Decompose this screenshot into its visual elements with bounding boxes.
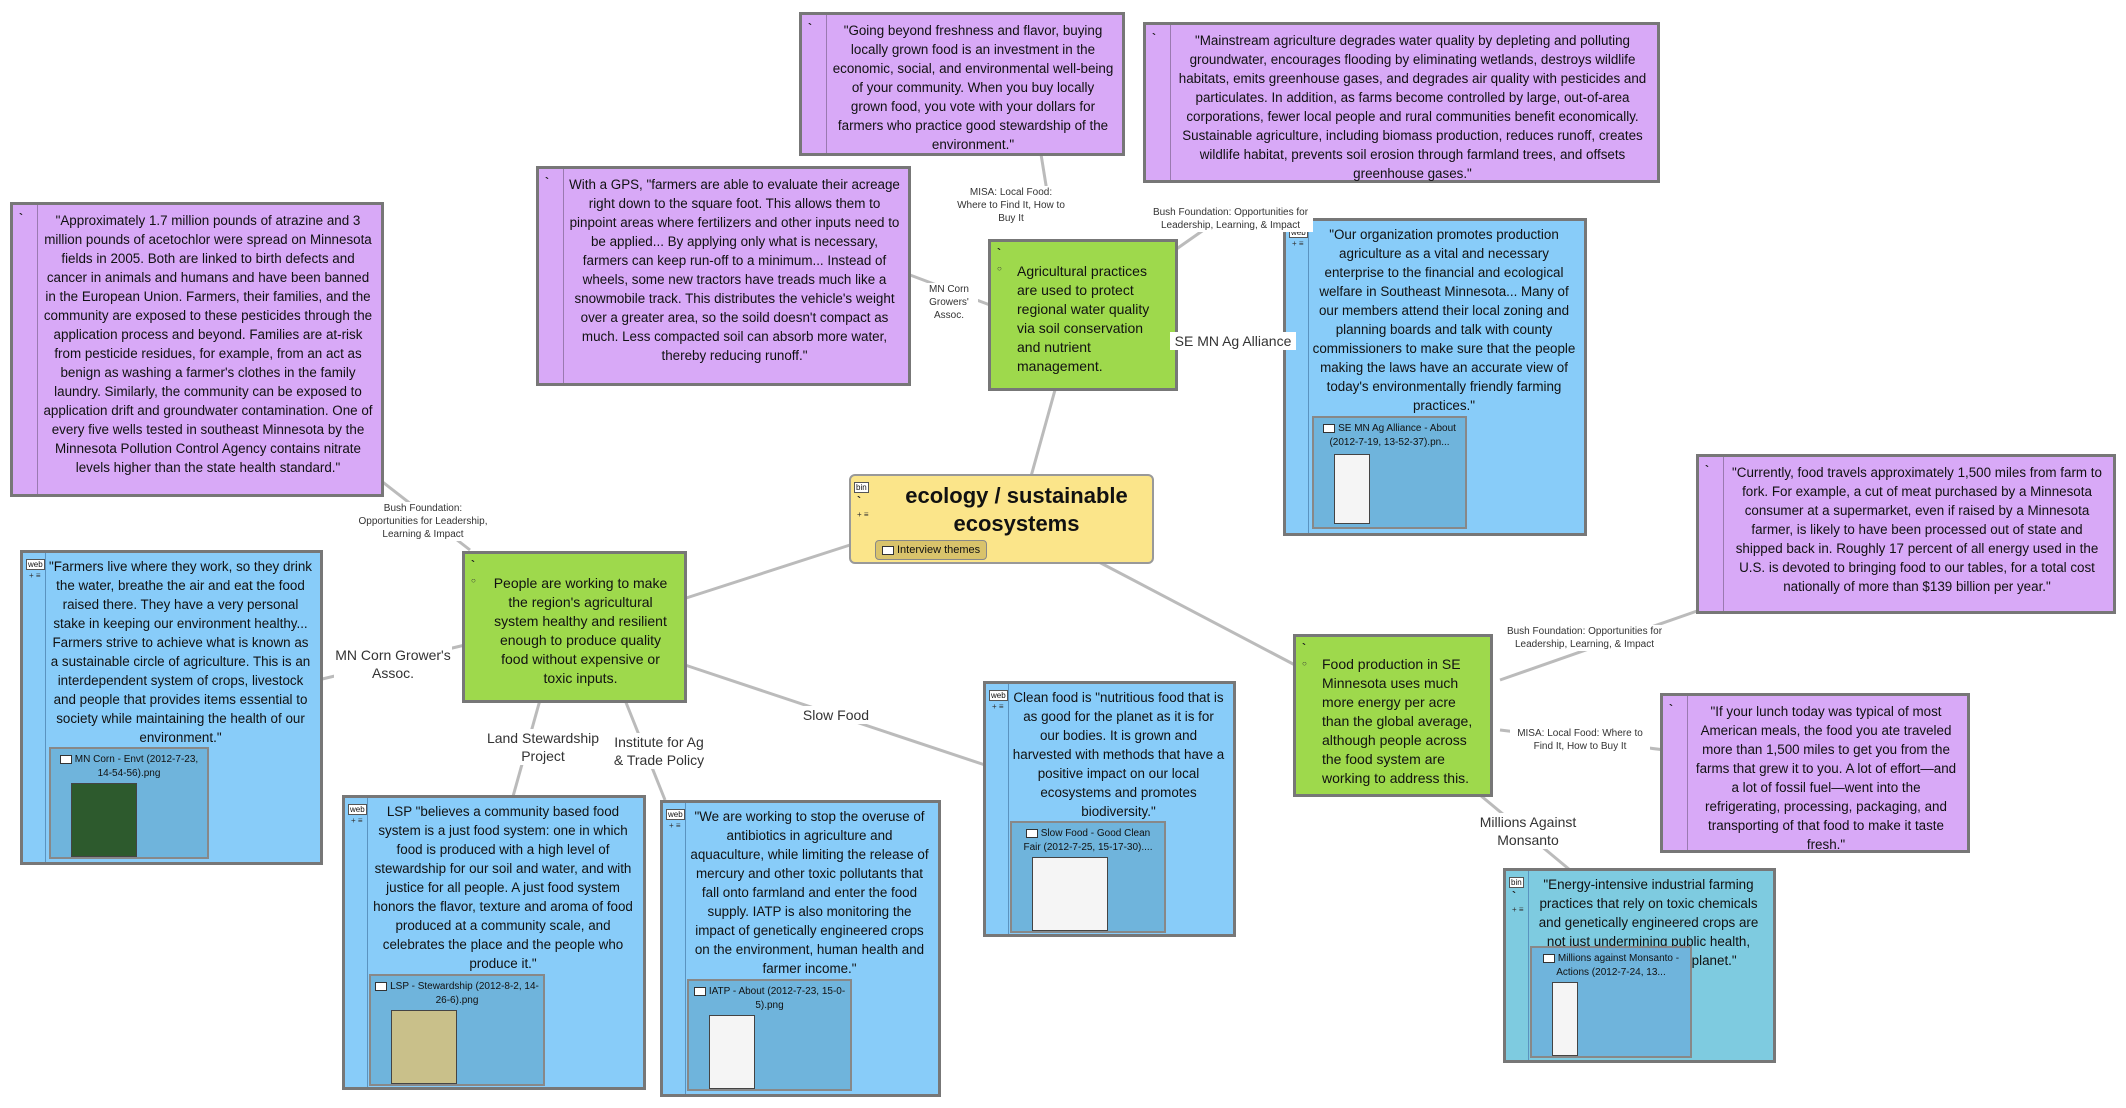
theme-text: People are working to make the region's … bbox=[493, 575, 668, 686]
edge-label-slow-food: Slow Food bbox=[796, 706, 876, 724]
screenshot-attachment[interactable]: Millions against Monsanto - Actions (201… bbox=[1530, 946, 1692, 1058]
screenshot-thumbnail bbox=[1032, 857, 1108, 931]
web-tag: web bbox=[666, 809, 685, 820]
quote-text: "Approximately 1.7 million pounds of atr… bbox=[43, 213, 373, 475]
edge-label-mn-corn-growers: MN Corn Growers' Assoc. bbox=[920, 283, 978, 322]
theme-energy-use[interactable]: ` ○ Food production in SE Minnesota uses… bbox=[1293, 634, 1493, 797]
screenshot-attachment[interactable]: MN Corn - Envt (2012-7-23, 14-54-56).png bbox=[49, 747, 209, 859]
web-se-mn-ag-alliance[interactable]: web + ≡ "Our organization promotes produ… bbox=[1283, 218, 1587, 536]
image-icon bbox=[1025, 828, 1038, 838]
web-millions-against-monsanto[interactable]: bin ` + ≡ "Energy-intensive industrial f… bbox=[1503, 868, 1776, 1063]
web-slow-food[interactable]: web + ≡ Clean food is "nutritious food t… bbox=[983, 681, 1236, 937]
interview-themes-tag[interactable]: Interview themes bbox=[875, 540, 988, 560]
screenshot-attachment[interactable]: LSP - Stewardship (2012-8-2, 14-26-6).pn… bbox=[369, 974, 545, 1086]
edge-label-lsp: Land Stewardship Project bbox=[478, 729, 608, 765]
web-tag: web bbox=[989, 690, 1008, 701]
tick-icon: ` bbox=[1705, 463, 1709, 477]
image-icon bbox=[1323, 423, 1336, 433]
link-icon: ○ bbox=[1302, 659, 1307, 668]
quote-fresh[interactable]: ` "Going beyond freshness and flavor, bu… bbox=[799, 12, 1125, 156]
web-text: LSP "believes a community based food sys… bbox=[373, 804, 633, 971]
quote-text: "Mainstream agriculture degrades water q… bbox=[1178, 33, 1647, 181]
arrow-icon: + ≡ bbox=[992, 702, 1004, 711]
edge-label-misa: MISA: Local Food: Where to Find It, How … bbox=[1510, 727, 1650, 753]
tick-icon: ` bbox=[808, 21, 812, 35]
screenshot-attachment[interactable]: Slow Food - Good Clean Fair (2012-7-25, … bbox=[1010, 821, 1166, 933]
tick-icon: ` bbox=[545, 175, 549, 189]
web-iatp[interactable]: web + ≡ "We are working to stop the over… bbox=[660, 800, 941, 1097]
interview-themes-label: Interview themes bbox=[897, 544, 981, 556]
web-text: Clean food is "nutritious food that is a… bbox=[1012, 690, 1225, 819]
arrow-icon: + ≡ bbox=[857, 510, 869, 519]
tick-icon: ` bbox=[1302, 641, 1306, 655]
screenshot-thumbnail bbox=[1334, 454, 1370, 524]
quote-mainstream[interactable]: ` "Mainstream agriculture degrades water… bbox=[1143, 22, 1660, 183]
quote-text: "If your lunch today was typical of most… bbox=[1695, 704, 1957, 852]
screenshot-thumbnail bbox=[391, 1010, 457, 1084]
screenshot-caption: Millions against Monsanto - Actions (201… bbox=[1556, 953, 1680, 978]
web-tag: bin bbox=[1509, 877, 1524, 888]
screenshot-attachment[interactable]: IATP - About (2012-7-23, 15-0-5).png bbox=[687, 979, 852, 1091]
tick-icon: ` bbox=[997, 246, 1001, 260]
quote-text: With a GPS, "farmers are able to evaluat… bbox=[569, 177, 900, 363]
screenshot-thumbnail bbox=[71, 783, 137, 857]
image-icon bbox=[375, 981, 388, 991]
edge-label-bush: Bush Foundation: Opportunities for Leade… bbox=[1148, 206, 1313, 232]
screenshot-caption: LSP - Stewardship (2012-8-2, 14-26-6).pn… bbox=[390, 981, 539, 1006]
image-icon bbox=[693, 986, 706, 996]
tick-icon: ` bbox=[1152, 31, 1156, 45]
edge-label-se-mn-ag: SE MN Ag Alliance bbox=[1170, 332, 1296, 350]
link-icon: ○ bbox=[471, 576, 476, 585]
web-mn-corn[interactable]: web + ≡ "Farmers live where they work, s… bbox=[20, 550, 323, 865]
web-tag: web bbox=[26, 559, 45, 570]
quote-lunch[interactable]: ` "If your lunch today was typical of mo… bbox=[1660, 693, 1970, 853]
web-text: "Farmers live where they work, so they d… bbox=[49, 559, 312, 745]
edge-label-bush: Bush Foundation: Opportunities for Leade… bbox=[1502, 625, 1667, 651]
edge-label-iatp: Institute for Ag & Trade Policy bbox=[609, 733, 709, 769]
tick-icon: ` bbox=[471, 558, 475, 572]
arrow-icon: + ≡ bbox=[669, 821, 681, 830]
image-icon bbox=[59, 754, 72, 764]
quote-text: "Going beyond freshness and flavor, buyi… bbox=[832, 23, 1114, 152]
web-land-stewardship[interactable]: web + ≡ LSP "believes a community based … bbox=[342, 795, 646, 1090]
arrow-icon: + ≡ bbox=[1512, 905, 1524, 914]
quote-food-miles[interactable]: ` "Currently, food travels approximately… bbox=[1696, 454, 2116, 614]
arrow-icon: + ≡ bbox=[351, 816, 363, 825]
arrow-icon: + ≡ bbox=[1292, 239, 1304, 248]
theme-text: Agricultural practices are used to prote… bbox=[1017, 263, 1150, 374]
web-text: "Our organization promotes production ag… bbox=[1312, 227, 1576, 413]
tick-icon: ` bbox=[857, 494, 861, 508]
link-icon: ○ bbox=[997, 264, 1002, 273]
central-title: ecology / sustainable ecosystems bbox=[905, 483, 1128, 536]
screenshot-caption: Slow Food - Good Clean Fair (2012-7-25, … bbox=[1023, 828, 1153, 853]
tick-icon: ` bbox=[1512, 889, 1516, 903]
folder-icon bbox=[882, 545, 894, 555]
tick-icon: ` bbox=[19, 211, 23, 225]
bin-tag: bin bbox=[854, 482, 869, 493]
screenshot-thumbnail bbox=[1552, 982, 1578, 1056]
edge-label-bush: Bush Foundation: Opportunities for Leade… bbox=[358, 502, 488, 541]
edge-label-misa: MISA: Local Food: Where to Find It, How … bbox=[956, 186, 1066, 225]
web-tag: web bbox=[348, 804, 367, 815]
edge-label-monsanto: Millions Against Monsanto bbox=[1468, 813, 1588, 849]
web-text: "We are working to stop the overuse of a… bbox=[690, 809, 929, 976]
quote-gps[interactable]: ` With a GPS, "farmers are able to evalu… bbox=[536, 166, 911, 386]
screenshot-thumbnail bbox=[709, 1015, 755, 1089]
theme-healthy-system[interactable]: ` ○ People are working to make the regio… bbox=[462, 551, 687, 703]
tick-icon: ` bbox=[1669, 702, 1673, 716]
central-topic-node[interactable]: bin ` + ≡ ecology / sustainable ecosyste… bbox=[849, 474, 1154, 564]
edge-label-mn-corn: MN Corn Grower's Assoc. bbox=[334, 646, 452, 682]
quote-text: "Currently, food travels approximately 1… bbox=[1732, 465, 2102, 594]
screenshot-attachment[interactable]: SE MN Ag Alliance - About (2012-7-19, 13… bbox=[1312, 416, 1467, 529]
theme-water-quality[interactable]: ` ○ Agricultural practices are used to p… bbox=[988, 239, 1178, 391]
screenshot-caption: IATP - About (2012-7-23, 15-0-5).png bbox=[708, 986, 846, 1011]
image-icon bbox=[1542, 953, 1555, 963]
theme-text: Food production in SE Minnesota uses muc… bbox=[1322, 656, 1473, 786]
arrow-icon: + ≡ bbox=[29, 571, 41, 580]
screenshot-caption: MN Corn - Envt (2012-7-23, 14-54-56).png bbox=[74, 754, 199, 779]
screenshot-caption: SE MN Ag Alliance - About (2012-7-19, 13… bbox=[1329, 423, 1456, 448]
quote-atrazine[interactable]: ` "Approximately 1.7 million pounds of a… bbox=[10, 202, 384, 497]
